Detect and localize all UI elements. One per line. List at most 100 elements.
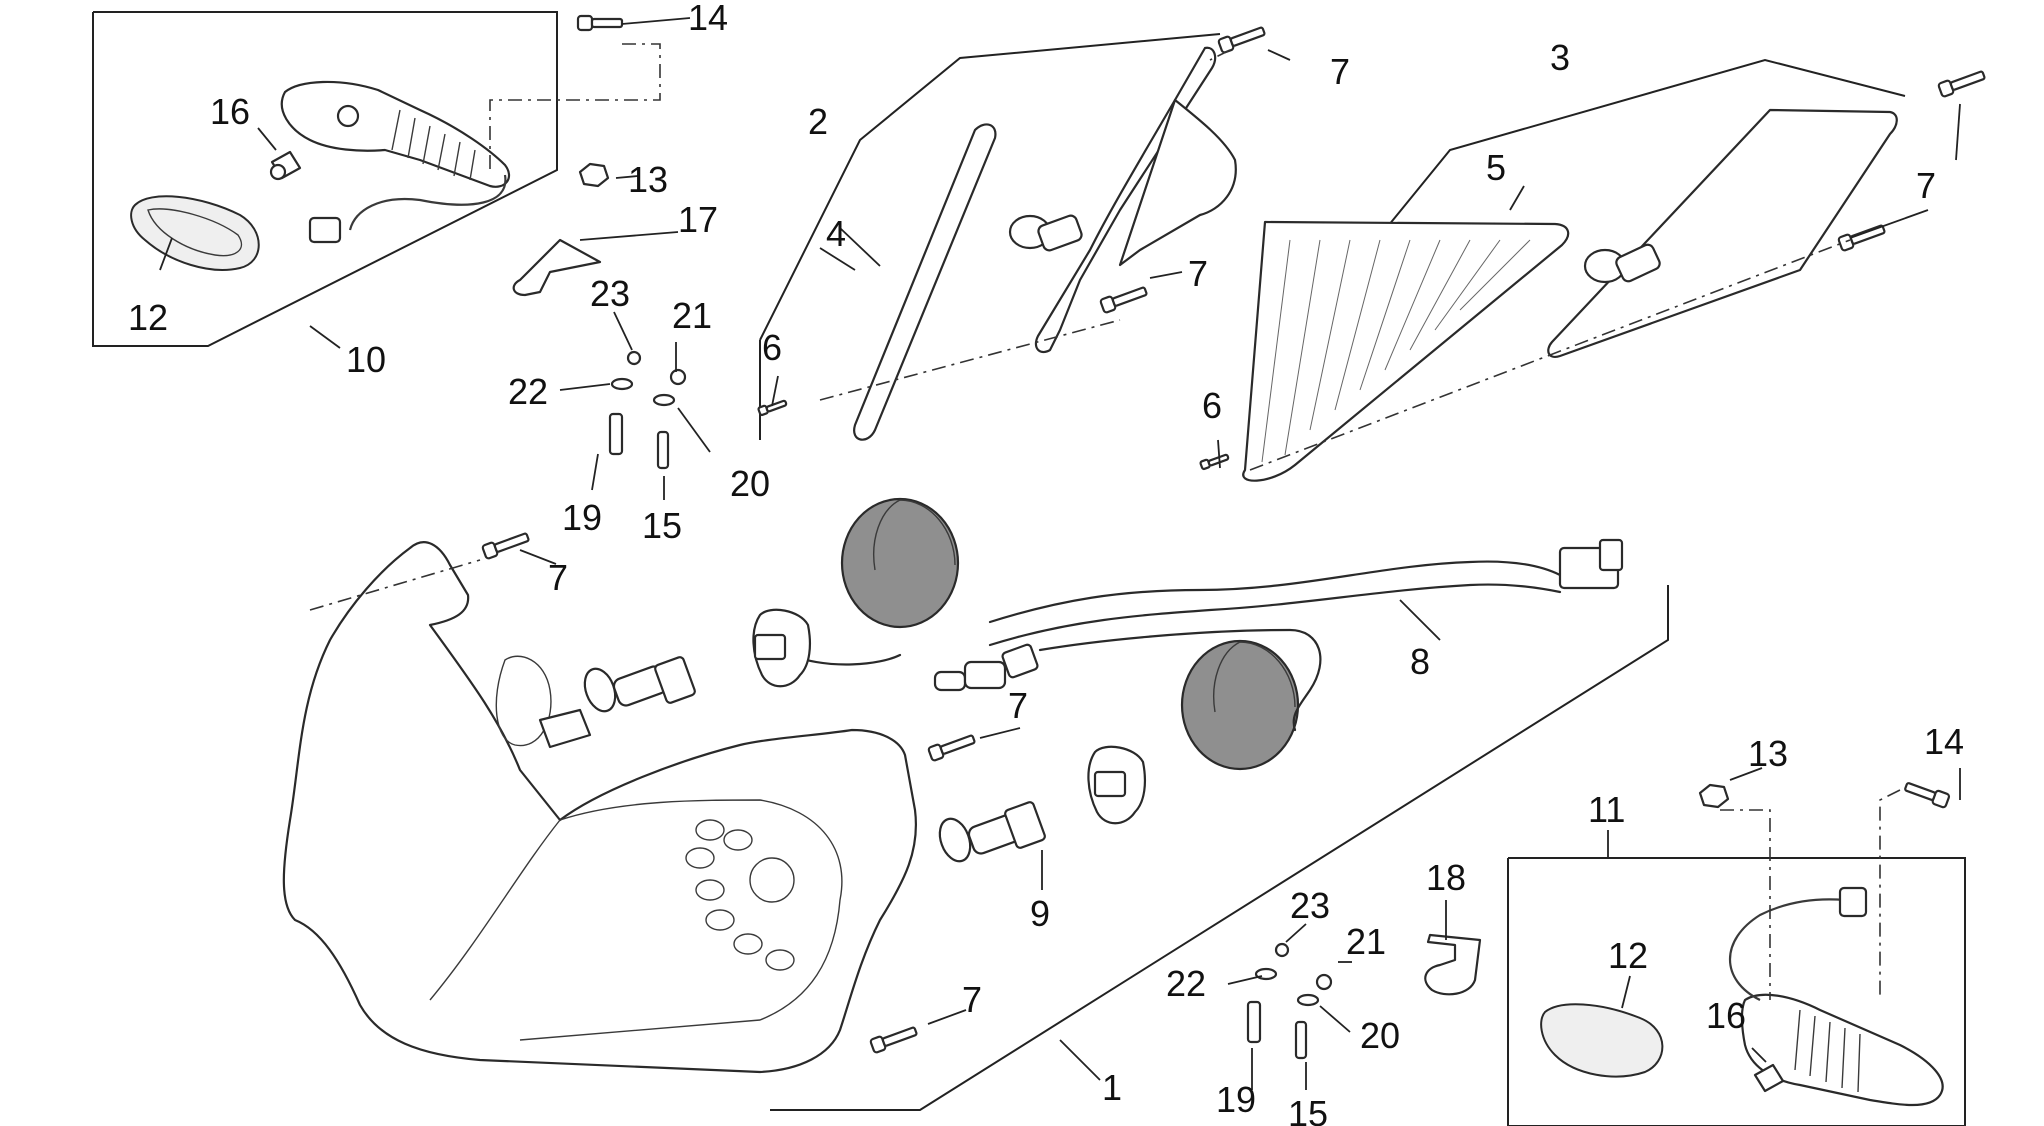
right-connector <box>1838 886 1868 918</box>
side-reflector-assembly-3 <box>1242 58 1906 482</box>
callout-19-right: 19 <box>1216 1079 1256 1120</box>
kit-11-frame <box>1507 857 1966 1126</box>
callout-6-left: 6 <box>762 327 782 368</box>
callout-5: 5 <box>1486 147 1506 188</box>
callout-7-top: 7 <box>1330 51 1350 92</box>
side-reflector-shell <box>1118 98 1237 267</box>
left-hardware <box>608 350 687 470</box>
lens-hatching <box>1261 239 1531 463</box>
headlight-inner <box>429 799 843 1041</box>
left-nut <box>578 162 610 188</box>
callout-12-right: 12 <box>1608 935 1648 976</box>
callout-22-right: 22 <box>1166 963 1206 1004</box>
rear-reflector-housing <box>1547 108 1898 358</box>
callout-23-left: 23 <box>590 273 630 314</box>
callout-7-headlight-bottom: 7 <box>962 979 982 1020</box>
right-screw-14 <box>1904 782 1951 809</box>
callout-10: 10 <box>346 339 386 380</box>
indicator-hole <box>336 104 360 128</box>
callout-15-left: 15 <box>642 505 682 546</box>
callout-numbers: 14 16 13 17 12 10 23 21 22 20 19 15 2 4 … <box>128 0 1964 1126</box>
callout-13-left: 13 <box>628 159 668 200</box>
left-indicator-wire <box>348 174 507 231</box>
side-bulb-left <box>1008 214 1083 252</box>
callout-16-left: 16 <box>210 91 250 132</box>
leader-lines <box>159 17 1961 1090</box>
side-reflector-assembly-2 <box>759 33 1237 441</box>
left-lens <box>130 195 260 271</box>
left-kit-axis <box>489 43 661 170</box>
headlight-housing <box>282 541 917 1074</box>
callout-7-right: 7 <box>1916 165 1936 206</box>
callout-15-right: 15 <box>1288 1093 1328 1126</box>
left-turn-signal-kit <box>92 11 624 347</box>
callout-7-mid: 7 <box>1188 253 1208 294</box>
indicator-ribs <box>391 109 476 181</box>
parking-bulb <box>933 643 1039 692</box>
wiring-harness-8 <box>752 497 1624 825</box>
callout-20-right: 20 <box>1360 1015 1400 1056</box>
dust-cap-bottom <box>1180 639 1300 771</box>
callout-16-right: 16 <box>1706 995 1746 1036</box>
headlight-bulb-9 <box>938 801 1046 863</box>
callout-9: 9 <box>1030 893 1050 934</box>
callout-17: 17 <box>678 199 718 240</box>
left-screw-14 <box>576 14 624 32</box>
axis-top <box>1209 49 1231 61</box>
callout-23-right: 23 <box>1290 885 1330 926</box>
callout-21-right: 21 <box>1346 921 1386 962</box>
bracket-line-1 <box>770 585 1669 1111</box>
callout-3: 3 <box>1550 37 1570 78</box>
callout-21-left: 21 <box>672 295 712 336</box>
right-lens <box>1540 1003 1664 1078</box>
right-nut <box>1698 783 1730 809</box>
callout-7-headlight-top: 7 <box>548 557 568 598</box>
kit-10-frame <box>92 11 558 347</box>
reflector-strip-4 <box>853 123 997 441</box>
headlight-led-pattern <box>685 819 795 971</box>
callout-14-left: 14 <box>688 0 728 38</box>
callout-7-headlight-mid: 7 <box>1008 685 1028 726</box>
bulb-tip <box>269 163 287 181</box>
callout-2: 2 <box>808 101 828 142</box>
right-kit-axis-2 <box>1879 789 1901 1000</box>
dust-cap-top <box>840 497 960 629</box>
callout-22-left: 22 <box>508 371 548 412</box>
callout-19-left: 19 <box>562 497 602 538</box>
cap-top-lines <box>873 499 956 571</box>
reflector-cup <box>495 655 552 747</box>
right-hardware <box>1246 942 1333 1060</box>
right-bulb <box>1753 1063 1785 1093</box>
side-bulb-right <box>1583 243 1661 284</box>
screws-top <box>757 26 1986 471</box>
socket-top-plug <box>753 633 787 661</box>
harness-branch <box>1038 628 1322 732</box>
headlight-screws <box>309 532 976 1054</box>
callout-12-left: 12 <box>128 297 168 338</box>
callout-13-right: 13 <box>1748 733 1788 774</box>
bracket-17 <box>512 238 602 297</box>
harness-main <box>988 560 1562 647</box>
cap-bottom-lines <box>1213 641 1296 713</box>
callout-11: 11 <box>1588 789 1625 830</box>
right-indicator-ribs <box>1794 1009 1861 1093</box>
right-turn-signal-kit <box>1424 782 1966 1126</box>
socket-bottom-plug <box>1093 770 1127 798</box>
callout-8: 8 <box>1410 641 1430 682</box>
callout-14-right: 14 <box>1924 721 1964 762</box>
right-kit-axis-1 <box>1720 809 1771 1000</box>
connector-latch <box>1598 538 1624 572</box>
bracket-18 <box>1424 933 1482 996</box>
axis-6-7 <box>819 319 1121 401</box>
lens-inner <box>147 208 243 257</box>
headlight-socket <box>538 708 592 749</box>
right-indicator-body <box>1740 993 1944 1107</box>
right-indicator-wire <box>1728 898 1846 1001</box>
bracket-line-3 <box>1361 58 1906 259</box>
left-connector <box>308 216 342 244</box>
bracket-line-2 <box>759 33 1221 341</box>
callout-6-right: 6 <box>1202 385 1222 426</box>
axis-6-7-right <box>1249 239 1851 471</box>
callout-20-left: 20 <box>730 463 770 504</box>
